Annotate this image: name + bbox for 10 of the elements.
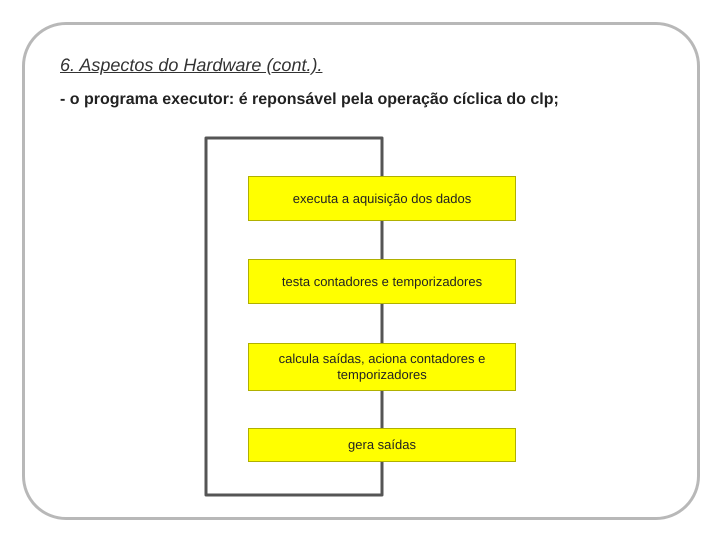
bullet-text: - o programa executor: é reponsável pela operação cíclica do clp; — [60, 90, 560, 110]
connector-line — [204, 136, 384, 496]
process-box: calcula saídas, aciona contadores e temporizadores — [248, 343, 516, 391]
connector-line — [380, 391, 384, 428]
process-box: testa contadores e temporizadores — [248, 259, 516, 304]
connector-line — [380, 304, 384, 343]
process-box: executa a aquisição dos dados — [248, 176, 516, 221]
connector-line — [380, 221, 384, 259]
process-box: gera saídas — [248, 428, 516, 462]
slide-title: 6. Aspectos do Hardware (cont.). — [60, 54, 322, 77]
